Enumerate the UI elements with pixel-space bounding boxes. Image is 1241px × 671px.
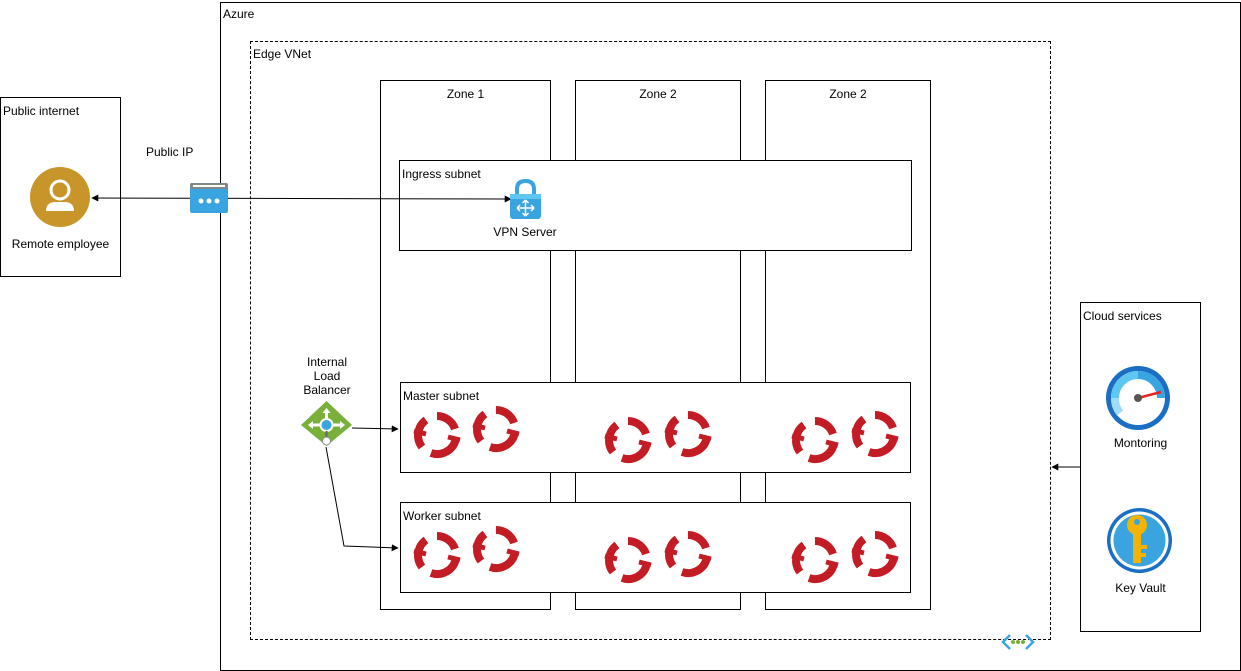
openshift-icon xyxy=(851,531,899,578)
key-vault-icon xyxy=(1107,508,1172,573)
public-ip-icon xyxy=(190,183,228,213)
vpn-server-label: VPN Server xyxy=(493,225,557,239)
openshift-icon xyxy=(664,411,712,458)
openshift-icon xyxy=(413,532,461,579)
openshift-icon xyxy=(851,411,899,458)
openshift-icon xyxy=(791,537,839,584)
openshift-icon xyxy=(604,417,652,464)
cloud-services-container xyxy=(1080,302,1201,632)
public-internet-label: Public internet xyxy=(3,104,80,118)
remote-employee-label: Remote employee xyxy=(11,237,110,251)
ingress-subnet xyxy=(399,160,912,251)
edge-vnet-label: Edge VNet xyxy=(253,47,312,61)
zone-1-label: Zone 1 xyxy=(446,87,485,101)
ingress-subnet-label: Ingress subnet xyxy=(402,167,481,181)
monitoring-label: Montoring xyxy=(1113,436,1168,450)
zone-2a-label: Zone 2 xyxy=(639,87,677,101)
azure-label: Azure xyxy=(223,7,255,21)
vpn-to-remote-connector xyxy=(91,194,512,203)
openshift-icon xyxy=(472,526,520,573)
vpn-lock-icon xyxy=(510,179,541,219)
master-subnet-label: Master subnet xyxy=(403,389,480,403)
lb-to-worker-connector xyxy=(325,446,399,552)
vnet-icon xyxy=(1001,634,1035,650)
zone-2b-label: Zone 2 xyxy=(829,87,867,101)
monitoring-gauge-icon xyxy=(1106,366,1170,430)
openshift-icon xyxy=(604,537,652,584)
key-vault-label: Key Vault xyxy=(1115,581,1166,595)
load-balancer-icon xyxy=(301,401,352,446)
edge-vnet-container xyxy=(250,41,1051,640)
public-ip-label: Public IP xyxy=(146,145,194,159)
worker-subnet-label: Worker subnet xyxy=(403,509,481,523)
openshift-icon xyxy=(472,406,520,453)
public-internet-container xyxy=(0,97,121,277)
openshift-icon xyxy=(791,417,839,464)
lb-to-master-connector xyxy=(351,425,399,433)
cloud-services-label: Cloud services xyxy=(1083,309,1162,323)
openshift-icon xyxy=(664,531,712,578)
load-balancer-label: Internal Load Balancer xyxy=(303,355,351,397)
openshift-icon xyxy=(413,412,461,459)
user-icon xyxy=(30,167,90,227)
